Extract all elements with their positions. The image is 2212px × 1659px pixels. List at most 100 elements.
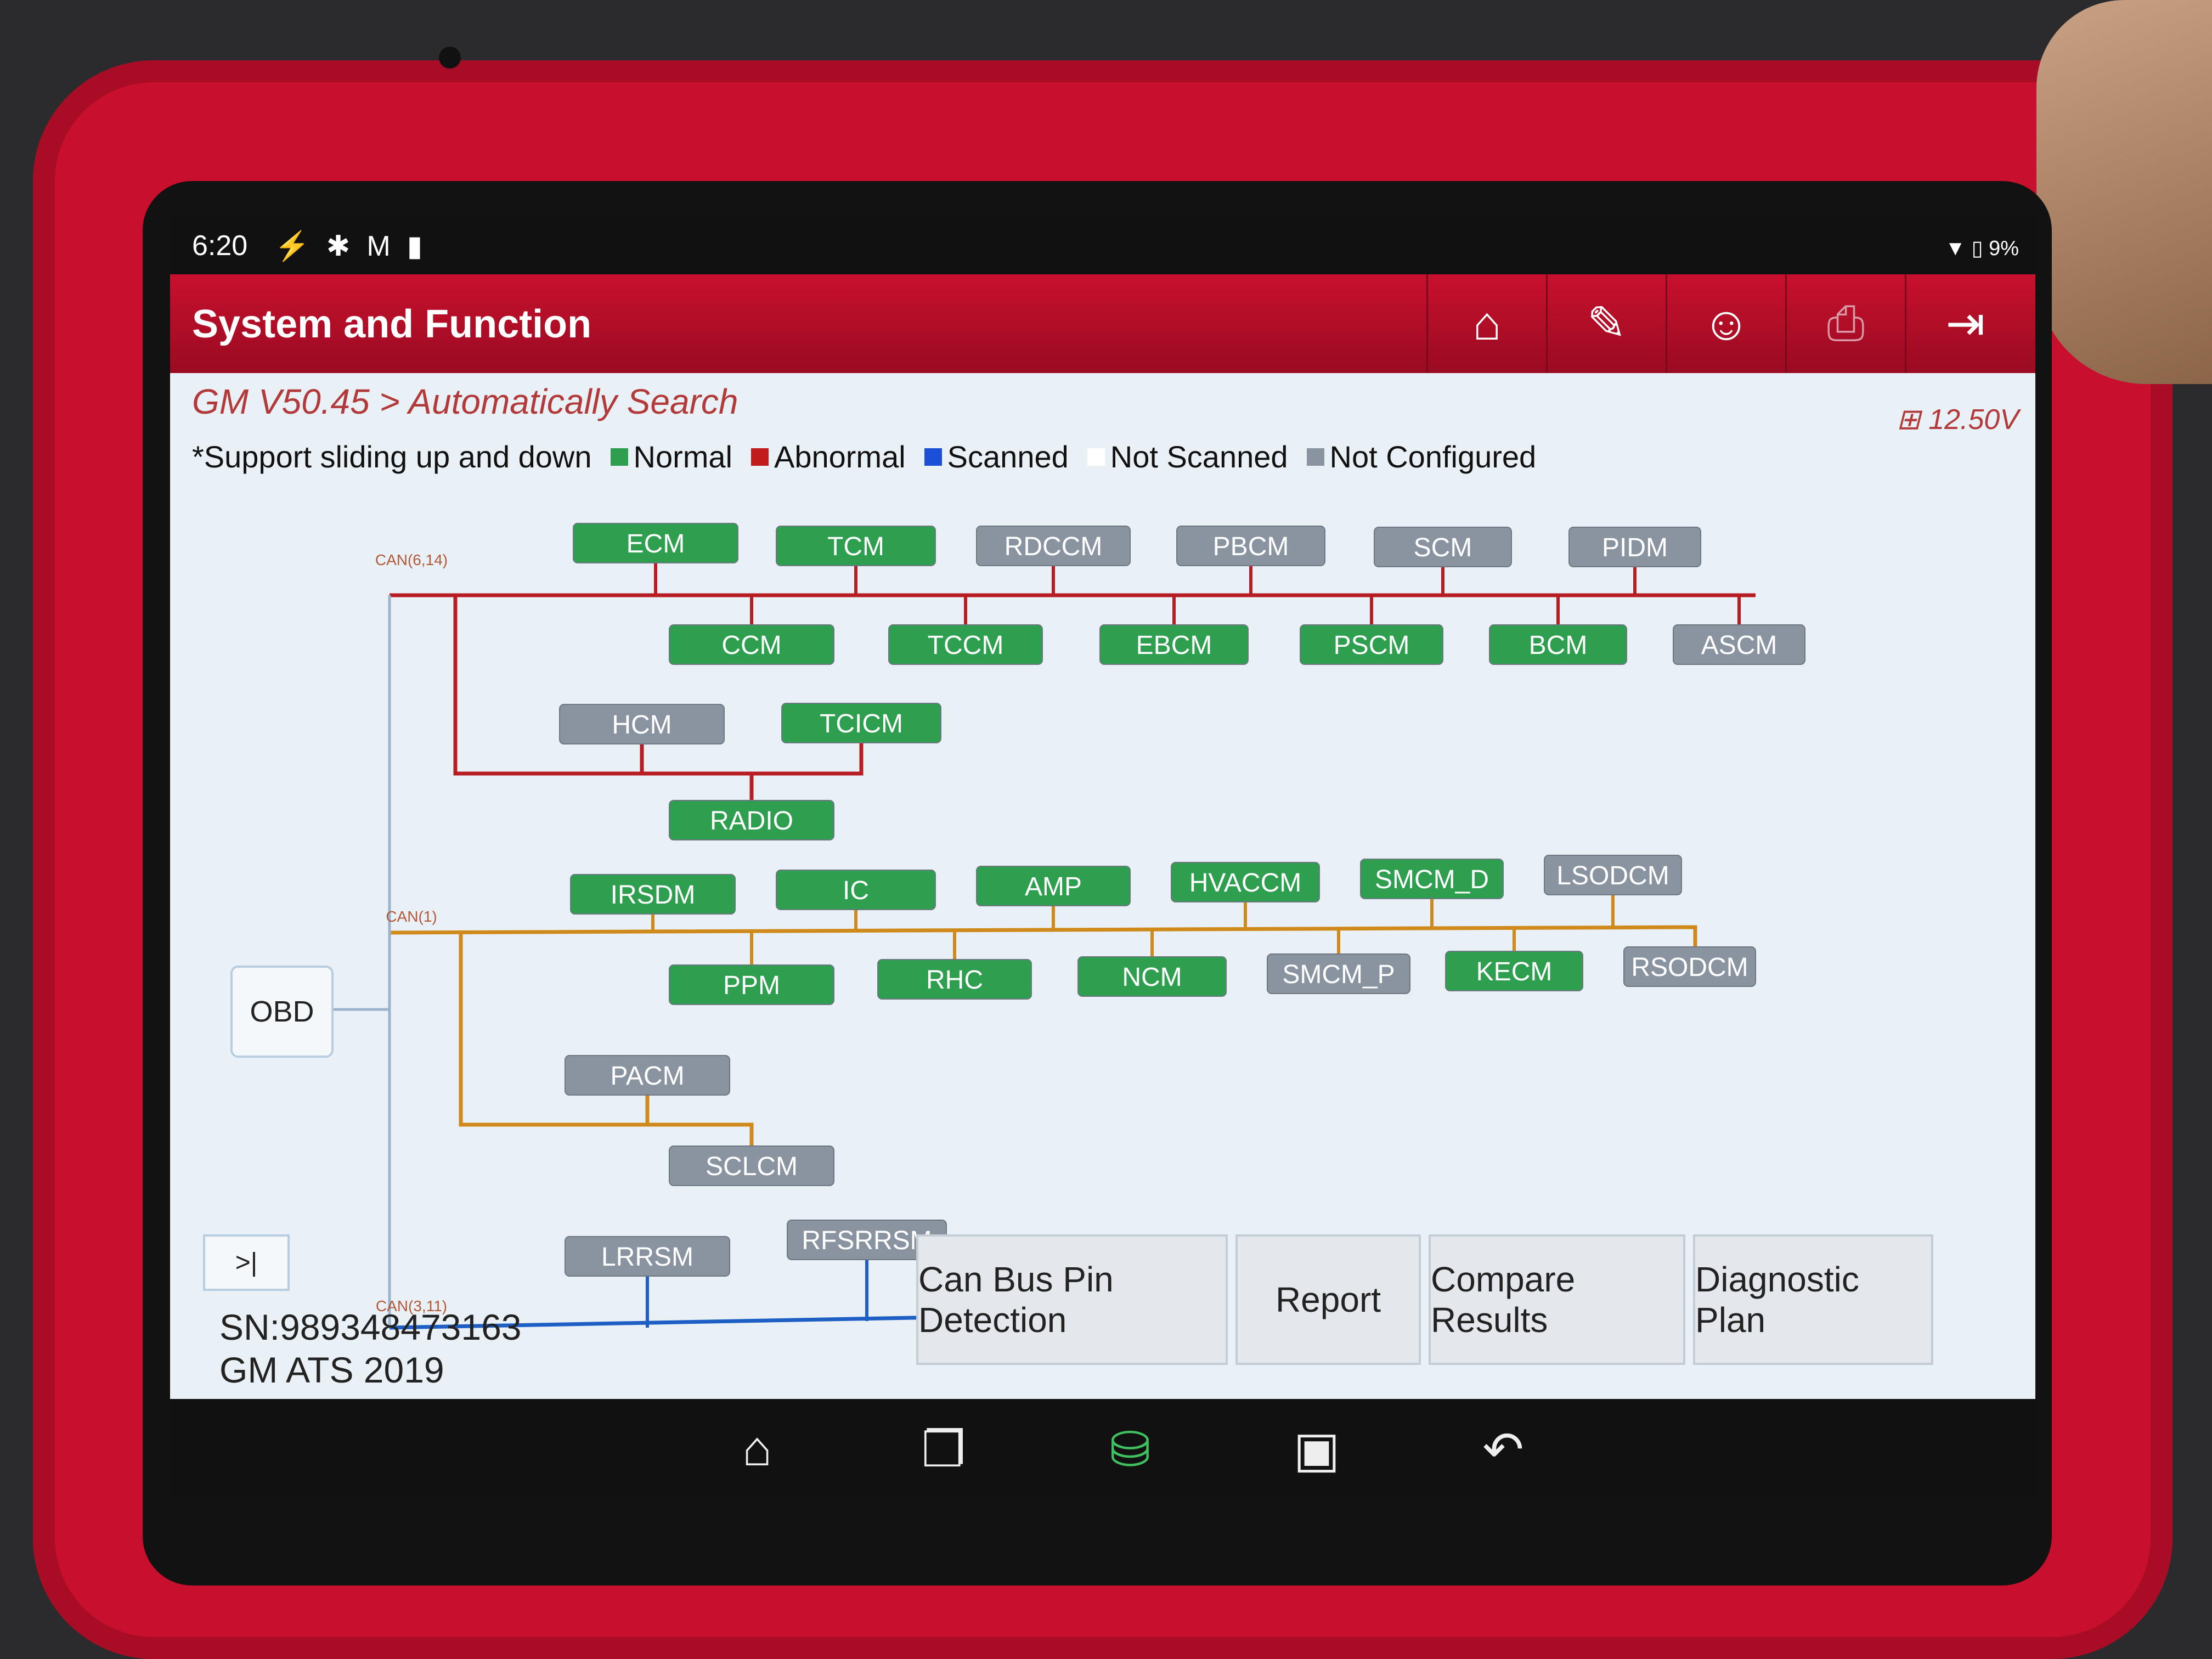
- toolbar: ⌂ ✎ ☺ ⎙ ⇥: [1426, 274, 2024, 373]
- module-label: BCM: [1529, 631, 1588, 660]
- legend-label: Not Scanned: [1110, 439, 1288, 474]
- legend-item: Not Scanned: [1087, 439, 1288, 475]
- module-node[interactable]: SMCM_D: [1360, 859, 1504, 899]
- module-node[interactable]: HCM: [559, 704, 725, 744]
- module-label: RFSRRSM: [802, 1226, 932, 1255]
- module-node[interactable]: NCM: [1077, 956, 1227, 997]
- module-node[interactable]: EBCM: [1099, 624, 1249, 665]
- wifi-icon: ▼: [1945, 237, 1966, 260]
- report-button[interactable]: Report: [1235, 1234, 1421, 1365]
- battery-indicator: ▼ ▯ 9%: [1945, 236, 2019, 261]
- legend-label: Normal: [633, 439, 732, 474]
- module-box: [1623, 946, 1756, 987]
- module-node[interactable]: KECM: [1445, 951, 1583, 991]
- module-node[interactable]: RADIO: [669, 800, 834, 840]
- module-node[interactable]: PACM: [565, 1055, 730, 1096]
- module-label: LRRSM: [601, 1243, 693, 1272]
- module-box: [781, 703, 941, 743]
- module-node[interactable]: PIDM: [1568, 527, 1701, 567]
- nav-vci-button[interactable]: ⛁: [1097, 1421, 1163, 1479]
- usb-icon: ⚡: [274, 230, 326, 262]
- module-node[interactable]: LRRSM: [565, 1236, 730, 1277]
- print-icon: ⎙: [1827, 296, 1865, 349]
- module-node[interactable]: ASCM: [1673, 624, 1805, 665]
- module-box: [669, 964, 834, 1005]
- module-node[interactable]: SMCM_P: [1267, 953, 1410, 994]
- home-icon: ⌂: [1472, 297, 1502, 350]
- battery-percent: 9%: [1989, 237, 2019, 260]
- user-button[interactable]: ☺: [1666, 274, 1785, 373]
- module-label: RSODCM: [1631, 953, 1748, 982]
- edit-button[interactable]: ✎: [1546, 274, 1666, 373]
- module-label: RDCCM: [1005, 532, 1103, 561]
- screen: 6:20 ⚡✱M▮ ▼ ▯ 9% System and Function ⌂ ✎…: [170, 214, 2035, 1498]
- module-node[interactable]: HVACCM: [1171, 862, 1320, 902]
- module-label: TCCM: [928, 631, 1004, 660]
- voltage-readout: ⊞ 12.50V: [1897, 403, 2019, 436]
- module-node[interactable]: SCM: [1374, 527, 1512, 567]
- module-node[interactable]: RSODCM: [1623, 946, 1756, 987]
- module-label: HCM: [612, 710, 672, 740]
- bus-line-can-3-11: [389, 1314, 972, 1330]
- module-label: SMCM_D: [1375, 865, 1489, 894]
- module-box: [888, 624, 1043, 665]
- obd-node[interactable]: OBD: [230, 966, 334, 1058]
- compare-results-button[interactable]: Compare Results: [1429, 1234, 1685, 1365]
- nav-back-button[interactable]: ↶: [1470, 1421, 1536, 1479]
- module-label: EBCM: [1136, 631, 1212, 660]
- module-node[interactable]: RFSRRSM: [787, 1220, 947, 1260]
- module-node[interactable]: LSODCM: [1544, 855, 1682, 895]
- module-node[interactable]: IRSDM: [570, 874, 736, 915]
- module-node[interactable]: TCCM: [888, 624, 1043, 665]
- status-time: 6:20: [192, 230, 248, 262]
- module-node[interactable]: ECM: [573, 523, 738, 563]
- bottom-buttons: Can Bus Pin Detection Report Compare Res…: [916, 1234, 1941, 1365]
- module-box: [776, 870, 936, 910]
- module-label: HVACCM: [1189, 868, 1301, 898]
- module-box: [1176, 526, 1325, 566]
- module-node[interactable]: TCM: [776, 526, 936, 566]
- module-node[interactable]: SCLCM: [669, 1146, 834, 1186]
- module-node[interactable]: PBCM: [1176, 526, 1325, 566]
- legend-label: Scanned: [947, 439, 1069, 474]
- nav-home-button[interactable]: ⌂: [724, 1421, 790, 1477]
- module-label: IC: [843, 876, 869, 905]
- module-box: [669, 624, 834, 665]
- breadcrumb: GM V50.45 > Automatically Search: [192, 382, 738, 421]
- expand-button[interactable]: >|: [203, 1234, 290, 1291]
- module-label: PPM: [723, 971, 780, 1000]
- nav-screenshot-button[interactable]: ▣: [1284, 1421, 1350, 1479]
- legend-swatch: [1306, 448, 1324, 466]
- nav-recent-button[interactable]: ❐: [911, 1421, 977, 1479]
- home-icon: ⌂: [742, 1421, 772, 1476]
- module-label: RHC: [926, 966, 983, 995]
- module-node[interactable]: CCM: [669, 624, 834, 665]
- module-box: [1267, 953, 1410, 994]
- legend-swatch: [1087, 448, 1105, 466]
- vci-icon: ⛁: [1109, 1423, 1151, 1477]
- module-box: [1077, 956, 1227, 997]
- user-icon: ☺: [1702, 297, 1751, 350]
- module-node[interactable]: PPM: [669, 964, 834, 1005]
- module-label: TCICM: [820, 709, 903, 738]
- exit-button[interactable]: ⇥: [1905, 274, 2024, 373]
- legend-label: Not Configured: [1329, 439, 1537, 474]
- status-bar: 6:20 ⚡✱M▮ ▼ ▯ 9%: [170, 214, 2035, 274]
- diagnostic-plan-button[interactable]: Diagnostic Plan: [1693, 1234, 1933, 1365]
- notification-icon: ▮: [407, 230, 439, 262]
- home-button[interactable]: ⌂: [1426, 274, 1546, 373]
- topology-diagram: ECM TCM RDCCM PBCM SCM PIDM CCM TCCM EBCM PSCM BCM…: [331, 523, 1805, 1330]
- can-bus-pin-detection-button[interactable]: Can Bus Pin Detection: [916, 1234, 1228, 1365]
- module-box: [1171, 862, 1320, 902]
- module-label: SCM: [1414, 533, 1472, 562]
- module-node[interactable]: AMP: [976, 866, 1131, 906]
- module-node[interactable]: TCICM: [781, 703, 941, 743]
- module-node[interactable]: IC: [776, 870, 936, 910]
- module-node[interactable]: RHC: [877, 959, 1032, 1000]
- module-node[interactable]: PSCM: [1300, 624, 1443, 665]
- module-box: [669, 800, 834, 840]
- module-node[interactable]: RDCCM: [976, 526, 1131, 566]
- module-label: CCM: [721, 631, 781, 660]
- module-node[interactable]: BCM: [1489, 624, 1627, 665]
- print-button[interactable]: ⎙: [1785, 274, 1905, 373]
